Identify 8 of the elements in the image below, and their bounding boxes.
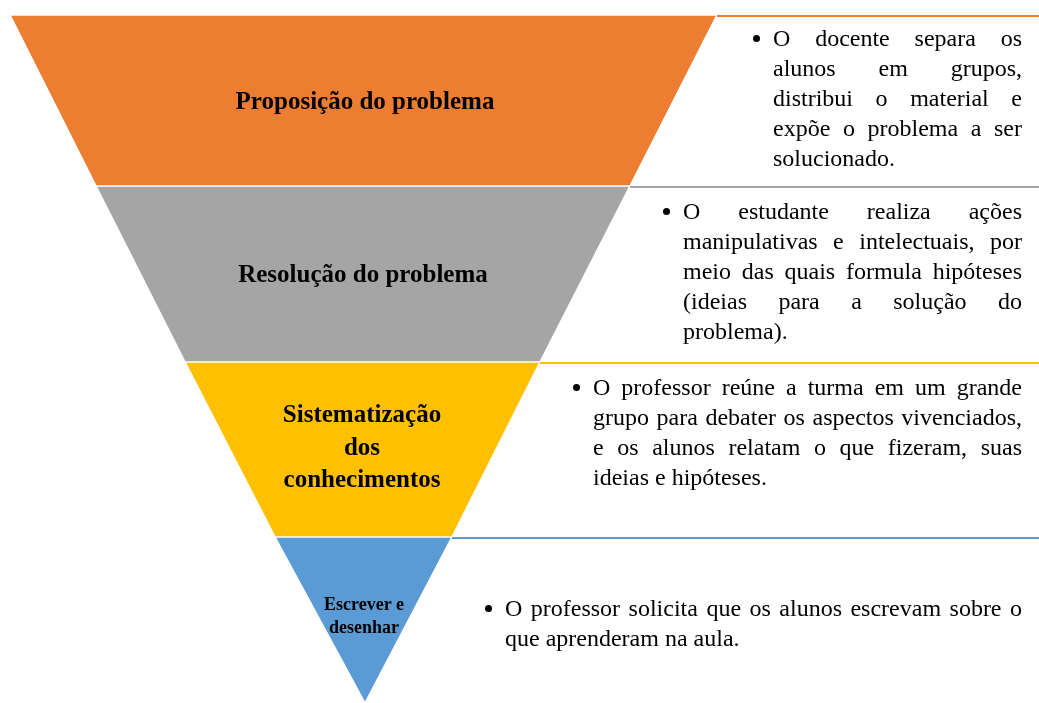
bullet-text: O professor solicita que os alunos escrevam sobre o que aprenderam na aula. — [505, 594, 1022, 653]
band-title: Proposição do problema — [234, 86, 496, 116]
bullet-text: O professor reúne a turma em um grande grupo para debater os aspectos vivenciados, e os alunos relatam o que fizeram, suas ideias e hipóteses. — [593, 373, 1022, 492]
band-title: Sistematização dos conhecimentos — [281, 399, 443, 494]
bullet-text: O estudante realiza ações manipulativas e intelectuais, por meio das quais formula hipóteses (ideias para a solução do problema). — [683, 197, 1022, 346]
band-title: Resolução do problema — [237, 259, 489, 289]
band-title: Escrever e desenhar — [323, 593, 405, 640]
bullet-text: O docente separa os alunos em grupos, distribui o material e expõe o problema a ser solucionado. — [773, 24, 1022, 173]
